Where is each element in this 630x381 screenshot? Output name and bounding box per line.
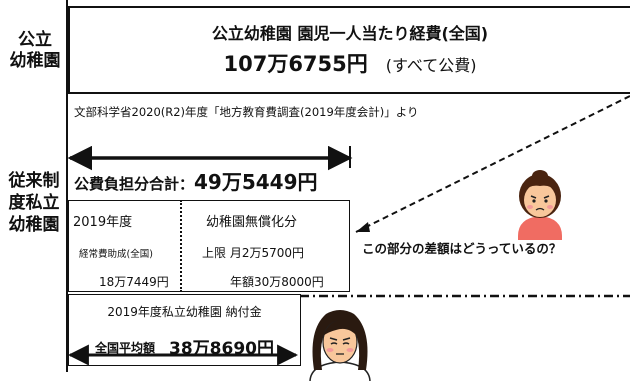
- parent-fee-label: 全国平均額: [95, 341, 156, 355]
- subsidy-year: 2019年度: [73, 215, 133, 230]
- girl-face-icon: [518, 170, 562, 240]
- side-label-line: 幼稚園: [9, 51, 61, 72]
- difference-arrow-head: [356, 222, 370, 232]
- free-tuition-monthly-cap: 上限 月2万5700円: [202, 246, 304, 260]
- parent-fee-value: 38万8690円: [169, 339, 274, 359]
- source-citation: 文部科学省2020(R2)年度「地方教育費調査(2019年度会計)」より: [74, 105, 419, 119]
- parent-fee-title: 2019年度私立幼稚園 納付金: [107, 305, 262, 319]
- side-label-line: 従来制: [8, 171, 60, 191]
- public-cost-amount: 107万6755円: [223, 52, 368, 76]
- public-kindergarten-label: 公立 幼稚園: [6, 30, 64, 73]
- public-cost-amount-line: 107万6755円 (すべて公費): [70, 48, 630, 78]
- parent-fee-box: 2019年度私立幼稚園 納付金 全国平均額 38万8690円: [68, 294, 301, 366]
- free-tuition-annual: 年額30万8000円: [230, 275, 324, 289]
- difference-question: この部分の差額はどうっているの？: [362, 241, 562, 256]
- side-label-line: 度私立: [8, 193, 60, 214]
- private-kindergarten-label: 従来制 度私立 幼稚園: [2, 170, 66, 236]
- left-axis-line: [66, 0, 68, 372]
- public-cost-title: 公立幼稚園 園児一人当たり経費(全国): [211, 24, 489, 43]
- subsidy-cell: 2019年度 経常費助成(全国) 18万7449円: [68, 200, 182, 292]
- public-cost-box: 公立幼稚園 園児一人当たり経費(全国) 107万6755円 (すべて公費): [68, 6, 630, 94]
- public-burden-label: 公費負担分合計：: [74, 175, 195, 193]
- side-label-line: 幼稚園: [8, 215, 60, 236]
- public-cost-note: (すべて公費): [385, 56, 477, 75]
- woman-face-icon: [309, 310, 371, 381]
- free-tuition-title: 幼稚園無償化分: [206, 215, 298, 230]
- subsidy-label: 経常費助成(全国): [79, 249, 153, 260]
- free-tuition-cell: 幼稚園無償化分 上限 月2万5700円 年額30万8000円: [182, 200, 350, 292]
- subsidy-value: 18万7449円: [99, 275, 169, 289]
- public-burden-total: 公費負担分合計：49万5449円: [74, 166, 318, 195]
- public-burden-value: 49万5449円: [194, 170, 318, 194]
- side-label-line: 公立: [18, 30, 52, 50]
